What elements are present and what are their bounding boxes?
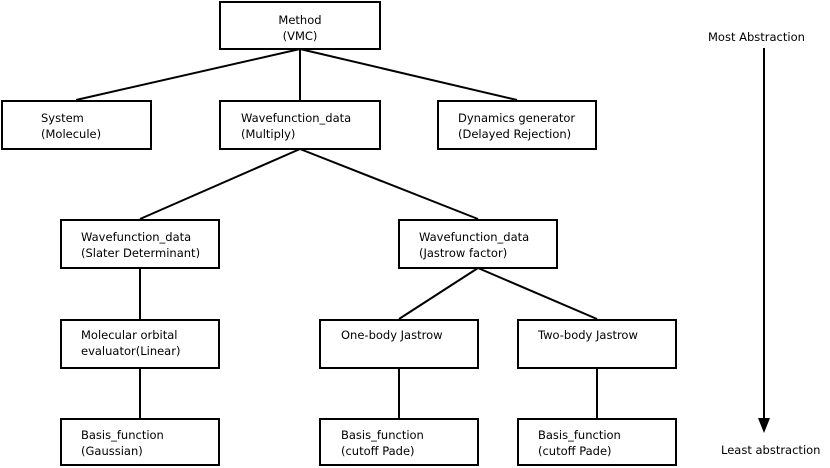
node-wf-slater-line1: Wavefunction_data bbox=[81, 230, 192, 244]
node-basis-pade-1-line2: (cutoff Pade) bbox=[341, 444, 415, 458]
node-method-line2: (VMC) bbox=[282, 29, 318, 43]
node-system-line1: System bbox=[41, 111, 84, 125]
node-wf-slater-line2: (Slater Determinant) bbox=[81, 246, 201, 260]
edge-wf-multiply-jastrow bbox=[299, 148, 479, 220]
edge-jastrow-one-body bbox=[398, 267, 479, 320]
node-mo-eval-line2: evaluator(Linear) bbox=[81, 344, 181, 358]
node-basis-pade-2-line2: (cutoff Pade) bbox=[538, 444, 612, 458]
axis-top-label: Most Abstraction bbox=[708, 30, 805, 44]
node-one-body-line1: One-body Jastrow bbox=[341, 328, 443, 342]
node-wf-jastrow-line2: (Jastrow factor) bbox=[419, 246, 508, 260]
node-basis-pade-1: Basis_function (cutoff Pade) bbox=[319, 418, 479, 466]
node-wf-multiply-line1: Wavefunction_data bbox=[241, 111, 352, 125]
node-system-line2: (Molecule) bbox=[41, 127, 102, 141]
node-dynamics-line2: (Delayed Rejection) bbox=[458, 127, 572, 141]
node-system: System (Molecule) bbox=[1, 100, 152, 150]
node-mo-eval-line1: Molecular orbital bbox=[81, 328, 178, 342]
node-basis-pade-1-line1: Basis_function bbox=[341, 428, 424, 442]
node-basis-gaussian: Basis_function (Gaussian) bbox=[60, 418, 220, 466]
node-one-body: One-body Jastrow bbox=[319, 319, 479, 369]
abstraction-axis-arrowhead bbox=[758, 418, 770, 433]
node-mo-eval: Molecular orbital evaluator(Linear) bbox=[60, 319, 220, 369]
node-basis-gaussian-line2: (Gaussian) bbox=[81, 444, 143, 458]
node-basis-pade-2: Basis_function (cutoff Pade) bbox=[517, 418, 677, 466]
edge-method-dynamics bbox=[299, 48, 518, 101]
node-method-line1: Method bbox=[278, 13, 322, 27]
edge-method-system bbox=[75, 48, 301, 101]
node-wf-multiply-line2: (Multiply) bbox=[241, 127, 296, 141]
node-wf-jastrow: Wavefunction_data (Jastrow factor) bbox=[398, 219, 558, 269]
node-dynamics-line1: Dynamics generator bbox=[458, 111, 576, 125]
node-basis-pade-2-line1: Basis_function bbox=[538, 428, 621, 442]
node-dynamics: Dynamics generator (Delayed Rejection) bbox=[437, 100, 597, 150]
node-two-body-line1: Two-body Jastrow bbox=[538, 328, 638, 342]
node-wf-slater: Wavefunction_data (Slater Determinant) bbox=[60, 219, 220, 269]
node-two-body: Two-body Jastrow bbox=[517, 319, 677, 369]
node-wf-jastrow-line1: Wavefunction_data bbox=[419, 230, 530, 244]
edge-jastrow-two-body bbox=[477, 267, 598, 320]
node-method: Method (VMC) bbox=[219, 1, 381, 50]
edge-wf-multiply-slater bbox=[139, 148, 301, 220]
node-basis-gaussian-line1: Basis_function bbox=[81, 428, 164, 442]
axis-bottom-label: Least abstraction bbox=[721, 443, 821, 457]
node-wf-multiply: Wavefunction_data (Multiply) bbox=[219, 100, 381, 150]
